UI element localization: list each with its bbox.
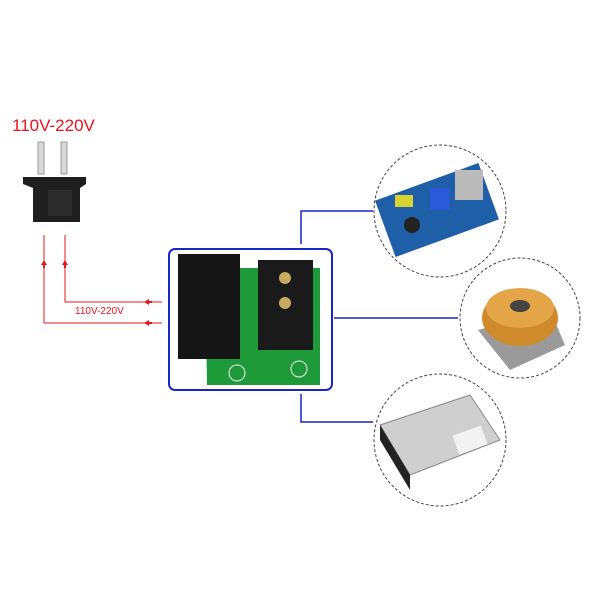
connector-lines: [300, 210, 458, 423]
wire-voltage-label: 110V-220V: [75, 306, 124, 317]
toroidal-transformer-image: [459, 257, 581, 379]
switching-power-supply-image: [373, 373, 507, 507]
socket-board-image: [168, 248, 333, 391]
arrow-icons: [41, 260, 152, 326]
ac-plug-image: [23, 141, 86, 222]
ac-dc-module-image: [373, 144, 507, 278]
supply-voltage-label: 110V-220V: [12, 116, 95, 135]
